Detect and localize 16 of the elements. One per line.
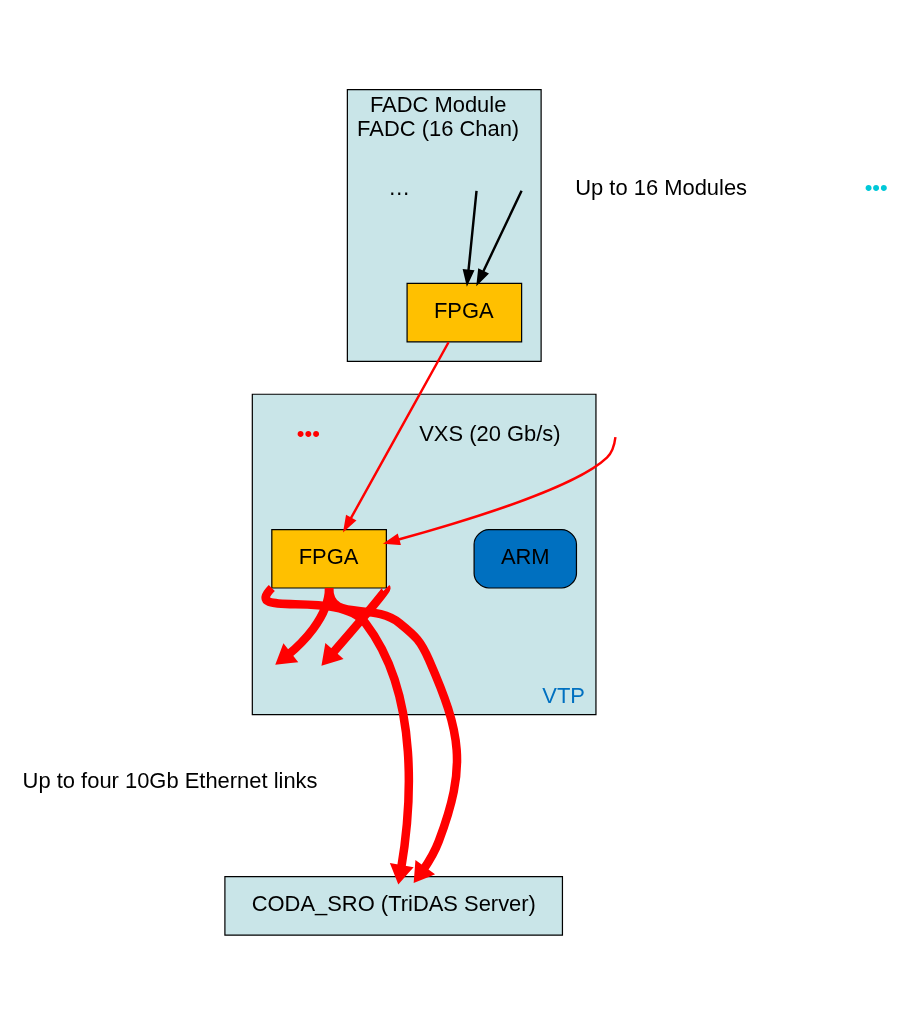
arrow <box>261 585 414 885</box>
arrow <box>324 587 462 884</box>
node-box: FPGA <box>271 528 387 589</box>
label: Up to 16 Modules <box>575 174 748 200</box>
label: ••• <box>864 174 888 200</box>
node-box: ARM <box>473 528 578 589</box>
label: … <box>388 174 411 200</box>
arrow <box>342 341 450 533</box>
arrow <box>462 190 478 287</box>
label: Up to four 10Gb Ethernet links <box>22 768 318 794</box>
arrow <box>476 190 523 287</box>
node-box: FPGA <box>406 282 523 343</box>
edge-label: VXS (20 Gb/s) <box>419 421 561 447</box>
node-box: CODA_SRO (TriDAS Server) <box>224 876 564 936</box>
arrow <box>382 436 617 546</box>
label: ••• <box>296 421 320 447</box>
